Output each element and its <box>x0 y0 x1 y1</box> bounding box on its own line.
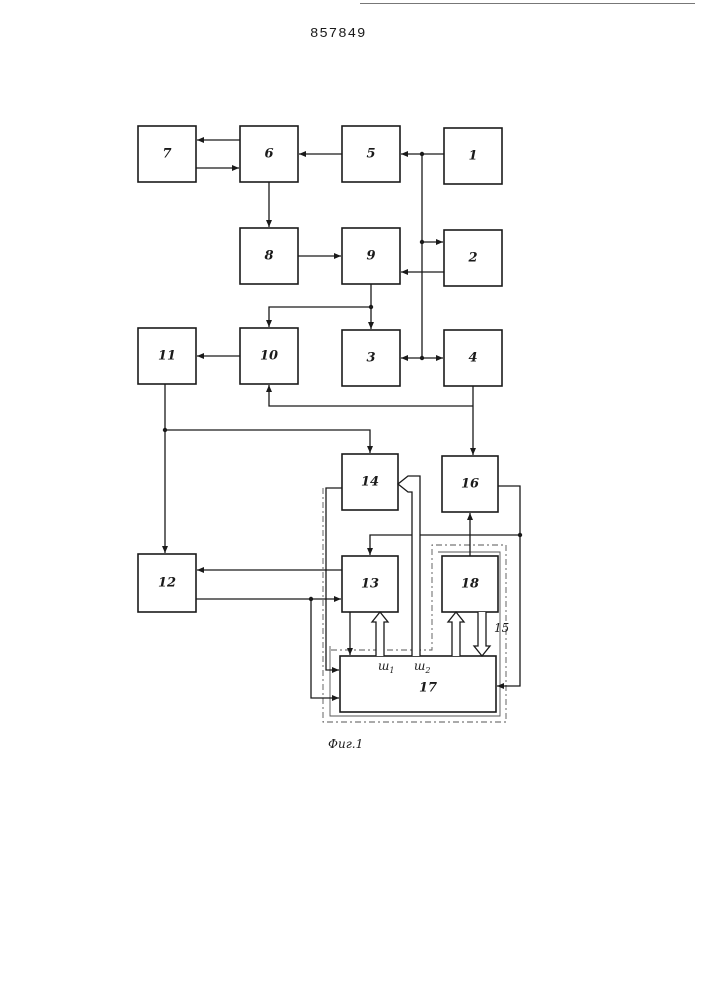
block-14-label: 14 <box>361 475 379 490</box>
bus-17-to-18-arrow <box>448 612 464 656</box>
wire-11-to-14 <box>165 430 370 453</box>
block-4-label: 4 <box>468 351 477 366</box>
block-1: 1 <box>444 128 502 184</box>
block-6: 6 <box>240 126 298 182</box>
block-3-label: 3 <box>366 351 375 366</box>
bus-18-to-17-arrow <box>474 612 490 656</box>
bus-sh1-arrow <box>372 612 388 656</box>
block-3: 3 <box>342 330 400 386</box>
block-10: 10 <box>240 328 298 384</box>
block-4: 4 <box>444 330 502 386</box>
junction-2 <box>420 240 424 244</box>
block-9-label: 9 <box>366 249 375 264</box>
block-16: 16 <box>442 456 498 512</box>
block-13: 13 <box>342 556 398 612</box>
block-2-label: 2 <box>467 251 477 266</box>
block-17-label: 17 <box>419 681 437 696</box>
block-2: 2 <box>444 230 502 286</box>
block-6-label: 6 <box>264 147 273 162</box>
block-14: 14 <box>342 454 398 510</box>
block-9: 9 <box>342 228 400 284</box>
block-8: 8 <box>240 228 298 284</box>
junction-1 <box>420 152 424 156</box>
block-1-label: 1 <box>468 149 477 164</box>
block-5-label: 5 <box>366 147 375 162</box>
bus-sh2-arrow <box>398 476 420 656</box>
block-12: 12 <box>138 554 196 612</box>
block-11-label: 11 <box>158 349 176 364</box>
block-5: 5 <box>342 126 400 182</box>
block-13-label: 13 <box>361 577 379 592</box>
block-7: 7 <box>138 126 196 182</box>
block-10-label: 10 <box>260 349 278 364</box>
block-8-label: 8 <box>264 249 273 264</box>
wire-4-to-10 <box>269 385 473 406</box>
block-16-label: 16 <box>461 477 479 492</box>
block-7-label: 7 <box>162 147 171 162</box>
junction-3-4 <box>420 356 424 360</box>
wire-12-to-17 <box>311 599 339 698</box>
figure-caption: Фиг.1 <box>328 737 363 751</box>
block-12-label: 12 <box>158 576 176 591</box>
wire-9-to-10 <box>269 307 371 327</box>
label-15: 15 <box>494 621 509 635</box>
block-11: 11 <box>138 328 196 384</box>
block-18-label: 18 <box>461 577 479 592</box>
wire-14-to-17 <box>326 488 342 670</box>
block-18: 18 <box>442 556 498 612</box>
